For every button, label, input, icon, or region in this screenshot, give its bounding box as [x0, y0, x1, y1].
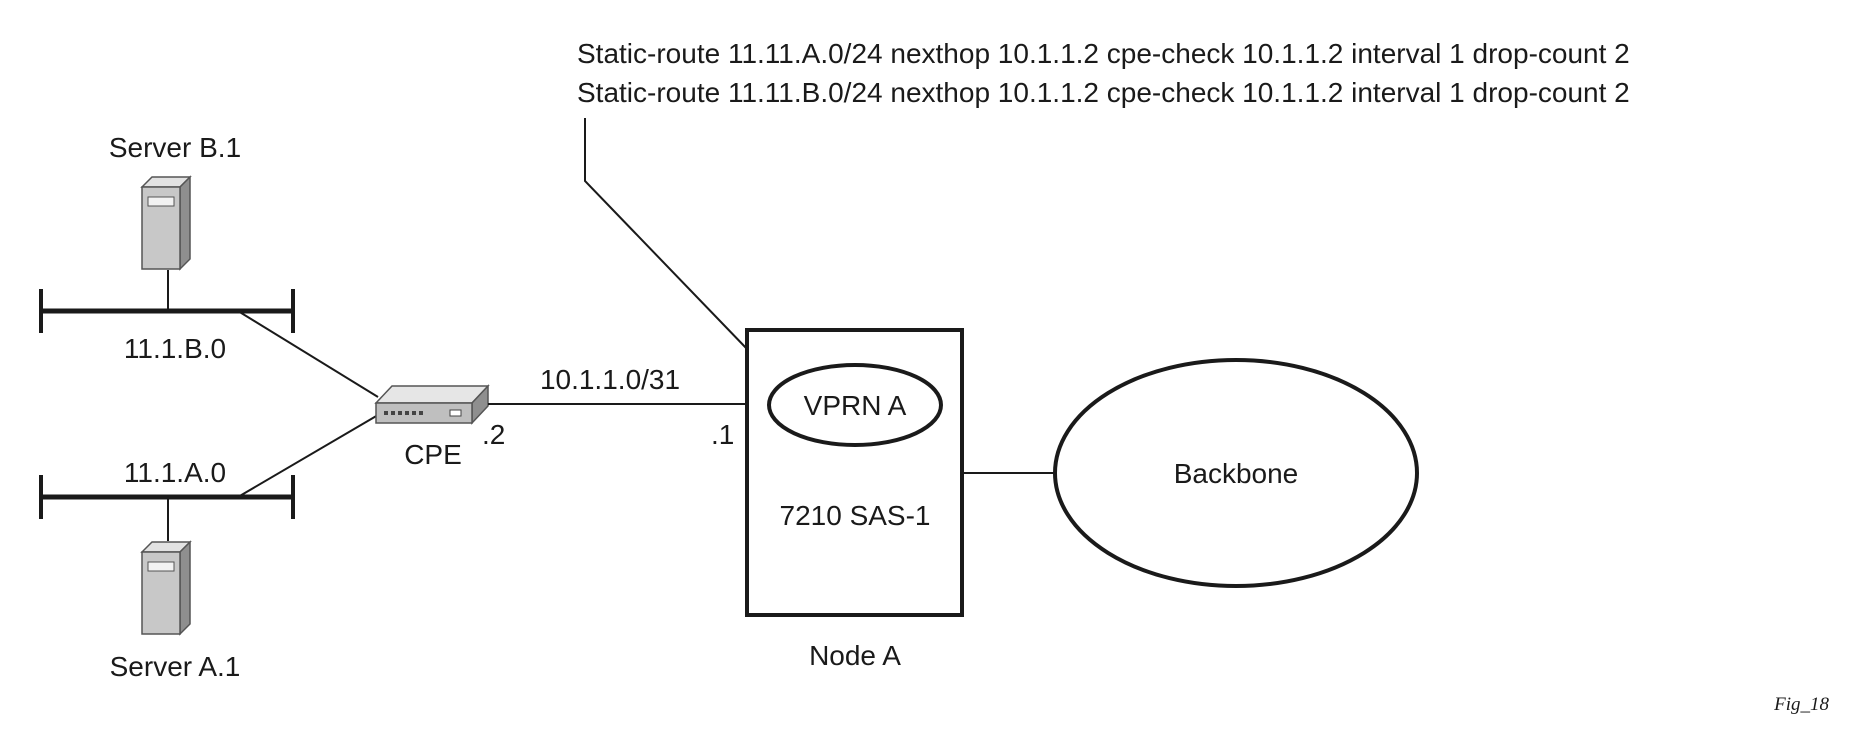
server-a1-label: Server A.1 — [110, 651, 241, 682]
server-b1-label: Server B.1 — [109, 132, 241, 163]
link-subnet-label: 10.1.1.0/31 — [540, 364, 680, 395]
network-switch-icon — [374, 384, 490, 425]
backbone-label: Backbone — [1174, 458, 1299, 489]
server-tower-icon — [140, 175, 192, 271]
cpe-address-label: .2 — [482, 419, 505, 450]
backbone-cloud — [1053, 358, 1419, 588]
vprn-a-ellipse — [767, 363, 943, 447]
subnet-b-label: 11.1.B.0 — [124, 333, 226, 364]
segment-11-1-b-0 — [39, 289, 295, 333]
annotation-line-1: Static-route 11.11.A.0/24 nexthop 10.1.1… — [577, 38, 1630, 69]
server-tower-icon — [140, 540, 192, 636]
link-segment-a-to-cpe — [237, 414, 379, 498]
cpe-label: CPE — [404, 439, 462, 470]
node-a-label: Node A — [809, 640, 901, 671]
node-platform-label: 7210 SAS-1 — [780, 500, 931, 531]
figure-id: Fig_18 — [1773, 694, 1829, 715]
subnet-a-label: 11.1.A.0 — [124, 457, 226, 488]
annotation-leader-line — [584, 118, 749, 351]
vprn-a-label: VPRN A — [804, 390, 907, 421]
node-address-label: .1 — [711, 419, 734, 450]
link-segment-b-to-cpe — [237, 310, 379, 398]
annotation-line-2: Static-route 11.11.B.0/24 nexthop 10.1.1… — [577, 77, 1630, 108]
